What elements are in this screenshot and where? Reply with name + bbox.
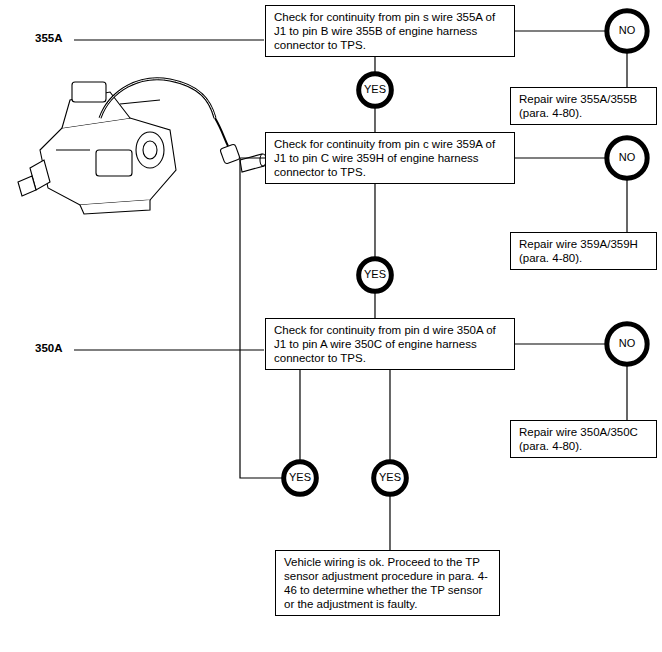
circle-shape: [359, 74, 392, 107]
leader-line: [74, 349, 264, 350]
process-box: Repair wire 355A/355B (para. 4-80).: [510, 87, 657, 125]
node-text: NO: [619, 337, 636, 350]
wire-label: 355A: [34, 32, 64, 44]
circle-shape: [607, 324, 647, 364]
circle-shape: [607, 138, 647, 178]
connector-line: [515, 30, 606, 31]
process-box: Repair wire 359A/359H (para. 4-80).: [510, 232, 657, 270]
node-text: Check for continuity from pin c wire 359…: [274, 137, 506, 179]
connector-line: [626, 52, 627, 87]
leader-line: [74, 39, 264, 40]
node-text: Repair wire 350A/350C (para. 4-80).: [519, 425, 648, 453]
node-text: YES: [364, 268, 386, 281]
connector-line: [515, 157, 606, 158]
node-text: YES: [364, 83, 386, 96]
process-box: Check for continuity from pin d wire 350…: [265, 318, 515, 370]
connector-line: [389, 370, 390, 461]
circle-shape: [607, 11, 647, 51]
connector-line: [374, 107, 375, 132]
answer-circle: YES: [358, 73, 392, 107]
wire-label: 350A: [34, 342, 64, 354]
process-box: Repair wire 350A/350C (para. 4-80).: [510, 420, 657, 458]
node-text: NO: [619, 151, 636, 164]
node-text: Repair wire 355A/355B (para. 4-80).: [519, 92, 648, 120]
node-text: NO: [619, 24, 636, 37]
process-box: Vehicle wiring is ok. Proceed to the TP …: [275, 550, 500, 616]
answer-circle: NO: [606, 323, 648, 365]
circle-shape: [284, 462, 317, 495]
node-text: YES: [289, 471, 311, 484]
connector-line: [299, 370, 300, 461]
circle-shape: [374, 462, 407, 495]
process-box: Check for continuity from pin s wire 355…: [265, 5, 515, 57]
answer-circle: NO: [606, 137, 648, 179]
answer-circle: YES: [283, 461, 317, 495]
answer-circle: YES: [358, 258, 392, 292]
circle-shape: [359, 259, 392, 292]
connector-line: [626, 179, 627, 232]
answer-circle: YES: [373, 461, 407, 495]
connector-line: [374, 184, 375, 258]
node-text: YES: [379, 471, 401, 484]
connector-line: [374, 57, 375, 73]
connector-line: [389, 495, 390, 550]
node-text: Vehicle wiring is ok. Proceed to the TP …: [284, 555, 491, 611]
node-text: Repair wire 359A/359H (para. 4-80).: [519, 237, 648, 265]
connector-line: [515, 343, 606, 344]
node-text: Check for continuity from pin s wire 355…: [274, 10, 506, 52]
connector-line: [626, 365, 627, 420]
answer-circle: NO: [606, 10, 648, 52]
connector-line: [374, 292, 375, 318]
process-box: Check for continuity from pin c wire 359…: [265, 132, 515, 184]
injection-pump: [18, 79, 266, 214]
node-text: Check for continuity from pin d wire 350…: [274, 323, 506, 365]
